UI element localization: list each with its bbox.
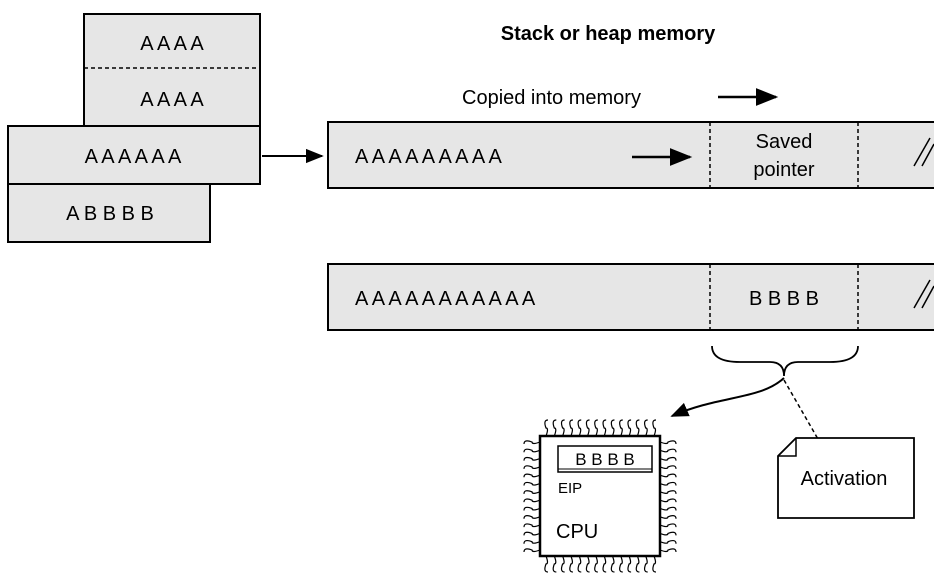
cpu-pin — [585, 555, 590, 573]
buffer-row-3: A A A A A A — [85, 146, 182, 168]
cpu-pin — [659, 456, 677, 461]
cpu-pin — [619, 419, 623, 437]
cpu-pin — [659, 506, 677, 511]
cpu-pin — [659, 481, 677, 486]
memory-bottom-content: A A A A A A A A A A A — [355, 288, 536, 310]
cpu-pin — [585, 419, 590, 437]
cpu-pin — [619, 555, 623, 573]
buffer-wide-row — [7, 125, 261, 185]
saved-pointer-line1: Saved — [756, 131, 813, 153]
eip-register-value: B B B B — [575, 450, 635, 469]
cpu-pin — [627, 419, 632, 437]
cpu-pin — [594, 419, 598, 437]
cpu-pin — [577, 419, 582, 437]
cpu-pin — [652, 555, 657, 573]
activation-note: Activation — [777, 437, 915, 519]
overwrite-brace — [711, 345, 859, 377]
cpu-pin — [523, 440, 541, 445]
cpu-pin — [523, 515, 541, 519]
cpu-pin — [659, 531, 677, 536]
cpu-pin — [659, 465, 677, 470]
cpu-pin — [552, 419, 557, 437]
cpu-pin — [523, 498, 541, 503]
memory-bar-bottom: A A A A A A A A A A A B B B B — [327, 263, 934, 331]
cpu-pin — [569, 555, 574, 573]
cpu-pin — [594, 555, 598, 573]
buffer-row-1: A A A A — [140, 33, 204, 55]
cpu-pin — [544, 555, 549, 573]
eip-arrow — [670, 377, 785, 417]
eip-label: EIP — [558, 480, 582, 497]
cpu-pin — [610, 555, 615, 573]
cpu-pin — [523, 481, 541, 486]
cpu-chip: B B B B EIP CPU — [523, 419, 677, 573]
activation-link — [783, 379, 823, 447]
cpu-pin — [569, 419, 574, 437]
buffer-row-2: A A A A — [140, 89, 204, 111]
cpu-pin — [602, 555, 607, 573]
cpu-pin — [552, 555, 557, 573]
cpu-pin — [544, 419, 549, 437]
overwrite-content: B B B B — [749, 288, 819, 310]
cpu-pin — [659, 523, 677, 528]
cpu-pin — [659, 448, 677, 453]
cpu-pin — [659, 490, 677, 494]
cpu-pin — [635, 419, 640, 437]
cpu-pin — [602, 419, 607, 437]
cpu-pins — [523, 419, 677, 573]
cpu-pin — [627, 555, 632, 573]
cpu-pin — [659, 539, 677, 544]
cpu-label: CPU — [556, 521, 598, 543]
cpu-pin — [643, 419, 648, 437]
cpu-pin — [659, 515, 677, 519]
buffer-row-4: A B B B B — [66, 203, 154, 225]
cpu-pin — [643, 555, 648, 573]
cpu-pin — [659, 498, 677, 503]
diagram-title: Stack or heap memory — [501, 23, 716, 45]
cpu-pin — [659, 473, 677, 478]
cpu-pin — [523, 448, 541, 453]
cpu-pin — [523, 456, 541, 461]
cpu-pin — [523, 473, 541, 478]
cpu-pin — [560, 555, 565, 573]
cpu-pin — [652, 419, 657, 437]
cpu-pin — [560, 419, 565, 437]
copied-label: Copied into memory — [462, 87, 641, 109]
saved-pointer-line2: pointer — [753, 159, 814, 181]
cpu-pin — [523, 539, 541, 544]
cpu-pin — [659, 440, 677, 445]
memory-bar-top: A A A A A A A A A Saved pointer — [327, 121, 934, 189]
cpu-pin — [523, 548, 541, 553]
cpu-pin — [610, 419, 615, 437]
eip-register — [557, 445, 653, 473]
cpu-pin — [523, 531, 541, 536]
cpu-pin — [577, 555, 582, 573]
activation-label: Activation — [801, 468, 888, 490]
cpu-pin — [635, 555, 640, 573]
memory-top-content: A A A A A A A A A — [355, 146, 503, 168]
cpu-pin — [523, 490, 541, 494]
cpu-pin — [659, 548, 677, 553]
cpu-pin — [523, 506, 541, 511]
cpu-pin — [523, 523, 541, 528]
cpu-pin — [523, 465, 541, 470]
input-buffer: A A A A A A A A A A A A A A A B B B B — [7, 13, 261, 243]
